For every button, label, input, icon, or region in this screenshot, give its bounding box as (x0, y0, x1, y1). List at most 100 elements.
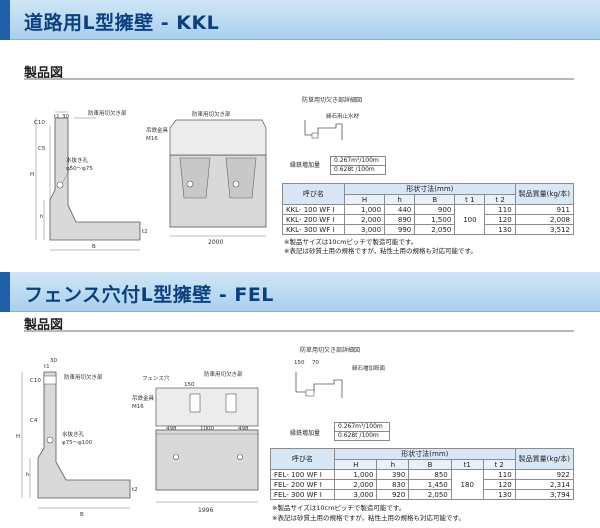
kkl-subhead: 製品図 (24, 66, 64, 81)
kkl-cell-t2: 120 (484, 214, 516, 225)
fel-additive-box: 0.267m³/100m 0.628t /100m (334, 422, 390, 441)
fel-label-dim70: 70 (312, 360, 319, 366)
drawing-stroke (62, 164, 73, 183)
kkl-label-drain-size: φ50～φ75 (66, 166, 93, 172)
drawing-stroke (225, 393, 237, 413)
fel-col-shape: 形状寸法(mm) (334, 448, 516, 460)
kkl-spec-table: 呼び名 形状寸法(mm) 製品質量(kg/本) H h B t 1 t 2 KK… (282, 183, 575, 235)
kkl-additive-row-1: 0.267m³/100m (331, 157, 385, 166)
kkl-detail-title: 防草用切欠き部詳細図 (302, 96, 362, 104)
kkl-additive-row-2: 0.628t /100m (334, 166, 375, 173)
drawing-stroke (46, 436, 54, 444)
fel-label-1000: 1000 (200, 426, 214, 432)
fel-additive-label: 縁鉄増加量 (290, 430, 321, 437)
fel-cell-weight: 922 (514, 469, 575, 480)
fel-row-name: FEL- 200 WF I (270, 479, 335, 490)
kkl-cell-h: 890 (384, 214, 416, 225)
kkl-label-c5: C5 (38, 146, 46, 152)
kkl-cell-weight: 3,512 (514, 224, 575, 235)
fel-detail-title: 防草用切欠き部詳細図 (300, 346, 360, 354)
kkl-section-shape (49, 117, 141, 241)
kkl-cell-B: 2,050 (414, 224, 456, 235)
fel-cell-H: 1,000 (333, 469, 378, 480)
kkl-cell-t2: 110 (484, 204, 516, 215)
kkl-row-name: KKL- 200 WF I (282, 214, 345, 225)
kkl-label-hook: 吊鉄金具 (146, 126, 169, 134)
fel-label-dim150: 150 (294, 360, 305, 366)
fel-additive-row-1: 0.267m³/100m (335, 423, 389, 432)
kkl-label-bump-guard2: 防車用切欠き部 (192, 110, 231, 118)
fel-subhead: 製品図 (24, 318, 64, 333)
fel-cell-t1: 180 (450, 469, 484, 500)
fel-label-H: H (16, 434, 20, 440)
fel-label-hook-size: M16 (132, 404, 144, 410)
fel-label-fence-size: 150 (184, 382, 195, 388)
kkl-col-B: B (414, 194, 456, 205)
drawing-stroke (305, 389, 315, 397)
drawing-stroke (232, 180, 240, 188)
fel-label-width: 1996 (198, 507, 213, 514)
kkl-label-t1: t1 (54, 114, 60, 120)
fel-label-drain: 水抜き孔 (62, 430, 85, 438)
fel-label-30: 30 (50, 358, 57, 364)
drawing-stroke (43, 375, 57, 385)
kkl-cell-weight: 2,008 (514, 214, 575, 225)
fel-cell-h: 920 (376, 489, 410, 500)
kkl-col-H: H (343, 194, 386, 205)
drain-hole-mark (56, 181, 64, 189)
drawing-stroke (186, 180, 194, 188)
kkl-subhead-rule (24, 78, 574, 80)
table-row: FEL- 200 WF I 2,000 830 1,450 120 2,314 (270, 479, 575, 490)
kkl-label-H: H (30, 172, 34, 178)
kkl-label-t2: t2 (142, 229, 148, 235)
kkl-cell-weight: 911 (514, 204, 575, 215)
fel-row-name: FEL- 100 WF I (270, 469, 335, 480)
title-accent-stripe (0, 0, 10, 40)
fel-label-498b: 498 (238, 426, 249, 432)
kkl-section: 道路用L型擁壁 - KKL 製品図 C10 t1 30 防車用切欠き部 C5 H… (0, 0, 600, 262)
fel-cell-t2: 120 (482, 479, 516, 490)
fel-cell-B: 1,450 (408, 479, 452, 490)
kkl-label-h: h (40, 214, 44, 220)
fel-label-h: h (26, 472, 30, 478)
kkl-col-h: h (384, 194, 416, 205)
fel-drawing: C10 t1 30 防車用切欠き部 C4 H h 水抜き孔 φ75～φ100 B… (16, 346, 386, 518)
table-row: FEL- 300 WF I 3,000 920 2,050 130 3,794 (270, 489, 575, 500)
kkl-col-t1: t 1 (454, 194, 486, 205)
kkl-label-30: 30 (62, 114, 69, 120)
fel-title-bar: フェンス穴付L型擁壁 - FEL (0, 272, 600, 312)
fel-subhead-rule (24, 330, 574, 332)
kkl-note-2: ※表記は砂質土用の規格ですが，粘性土用の規格も対応可能です。 (284, 247, 477, 255)
fel-section: フェンス穴付L型擁壁 - FEL 製品図 C10 t1 30 防車用切欠き部 C… (0, 262, 600, 528)
kkl-note-1: ※製品サイズは10cmピッチで製造可能です。 (284, 238, 418, 246)
fel-detail-label: 縁石増加断面 (352, 364, 386, 372)
fel-cell-t2: 110 (482, 469, 516, 480)
fel-cell-h: 830 (376, 479, 410, 490)
kkl-label-B: B (92, 244, 96, 250)
drawing-stroke (189, 393, 201, 413)
fel-cell-B: 2,050 (408, 489, 452, 500)
kkl-label-c10: C10 (34, 120, 45, 126)
kkl-col-t2: t 2 (484, 194, 516, 205)
kkl-cell-t1: 100 (454, 204, 486, 235)
kkl-col-name: 呼び名 (282, 183, 345, 205)
fel-spec-table: 呼び名 形状寸法(mm) 製品質量(kg/本) H h B t1 t 2 FEL… (270, 448, 575, 500)
fel-cell-H: 3,000 (333, 489, 378, 500)
fel-elevation-body (155, 429, 259, 491)
drawing-stroke (237, 454, 243, 460)
fel-cell-weight: 3,794 (514, 489, 575, 500)
table-row: KKL- 300 WF I 3,000 990 2,050 130 3,512 (282, 224, 575, 235)
fel-label-B: B (80, 512, 84, 518)
fel-label-hook: 吊鉄金具 (132, 394, 155, 402)
drawing-stroke (173, 454, 179, 460)
fel-elevation-top (155, 387, 259, 427)
fel-label-bump-guard: 防車用切欠き部 (64, 373, 103, 381)
kkl-label-bump-guard: 防車用切欠き部 (88, 109, 127, 117)
kkl-label-width: 2000 (208, 239, 223, 246)
kkl-cell-H: 3,000 (343, 224, 386, 235)
kkl-title-bar: 道路用L型擁壁 - KKL (0, 0, 600, 40)
fel-label-498a: 498 (166, 426, 177, 432)
fel-label-t1: t1 (44, 364, 50, 370)
kkl-detail-label: 縁石用止水材 (326, 112, 360, 120)
table-row: KKL- 200 WF I 2,000 890 1,500 120 2,008 (282, 214, 575, 225)
